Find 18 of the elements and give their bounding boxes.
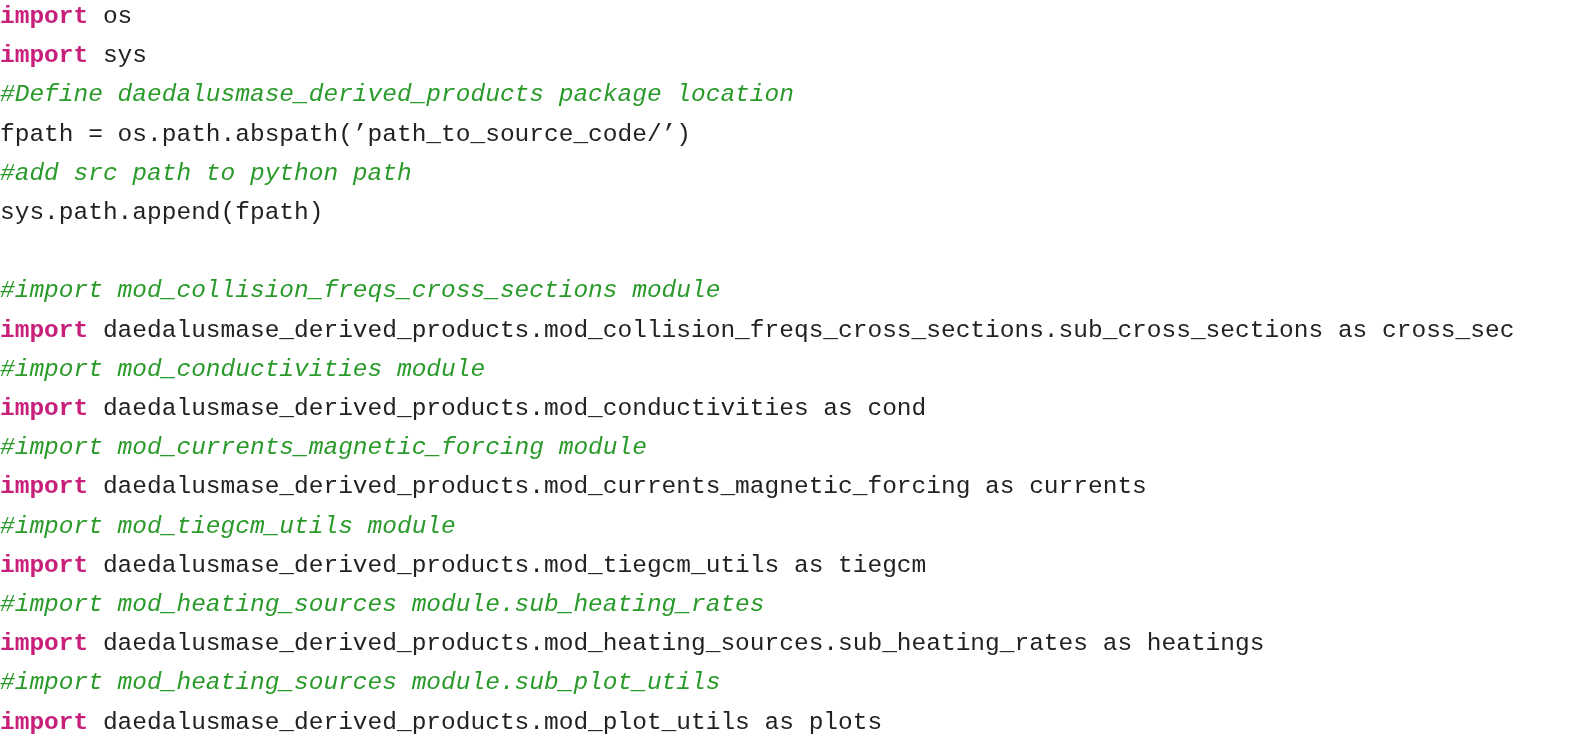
- code-line: import os: [0, 2, 133, 32]
- code-line: fpath = os.path.abspath(’path_to_source_code/’): [0, 119, 691, 150]
- code-comment: #import mod_tiegcm_utils module: [0, 511, 456, 542]
- code-comment: #Define daedalusmase_derived_products package location: [0, 80, 794, 111]
- code-line: import daedalusmase_derived_products.mod_collision_freqs_cross_sections.sub_cross_sections as cross_sec: [0, 315, 1515, 346]
- code-line: import daedalusmase_derived_products.mod_plot_utils as plots: [0, 707, 883, 738]
- code-line: import daedalusmase_derived_products.mod_tiegcm_utils as tiegcm: [0, 550, 927, 581]
- code-comment: #import mod_heating_sources module.sub_heating_rates: [0, 590, 765, 620]
- code-comment: #import mod_collision_freqs_cross_sections module: [0, 276, 721, 307]
- code-line: import daedalusmase_derived_products.mod_conductivities as cond: [0, 394, 927, 424]
- code-comment: #import mod_conductivities module: [0, 354, 486, 385]
- code-line: sys.path.append(fpath): [0, 198, 324, 228]
- code-line: import daedalusmase_derived_products.mod_heating_sources.sub_heating_rates as heatings: [0, 629, 1265, 660]
- code-comment: #add src path to python path: [0, 158, 412, 189]
- code-comment: #import mod_heating_sources module.sub_plot_utils: [0, 668, 721, 699]
- code-line: import daedalusmase_derived_products.mod_currents_magnetic_forcing as currents: [0, 472, 1147, 503]
- code-comment: #import mod_currents_magnetic_forcing module: [0, 433, 647, 464]
- code-line: import sys: [0, 41, 148, 72]
